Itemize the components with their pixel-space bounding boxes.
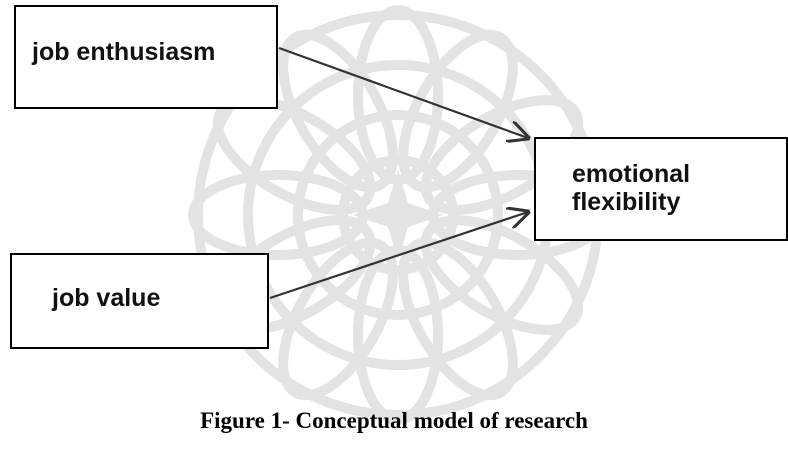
node-job-value-label: job value (52, 284, 161, 312)
arrow-value-to-flexibility (269, 212, 528, 300)
node-job-enthusiasm: job enthusiasm (14, 5, 278, 109)
node-job-enthusiasm-label: job enthusiasm (32, 38, 216, 66)
arrow-enthusiasm-to-flexibility (278, 46, 528, 138)
figure-caption: Figure 1- Conceptual model of research (200, 408, 588, 433)
node-emotional-flexibility-label: emotional flexibility (572, 160, 691, 216)
node-job-value: job value (10, 253, 269, 349)
node-emotional-flexibility: emotional flexibility (534, 137, 788, 241)
